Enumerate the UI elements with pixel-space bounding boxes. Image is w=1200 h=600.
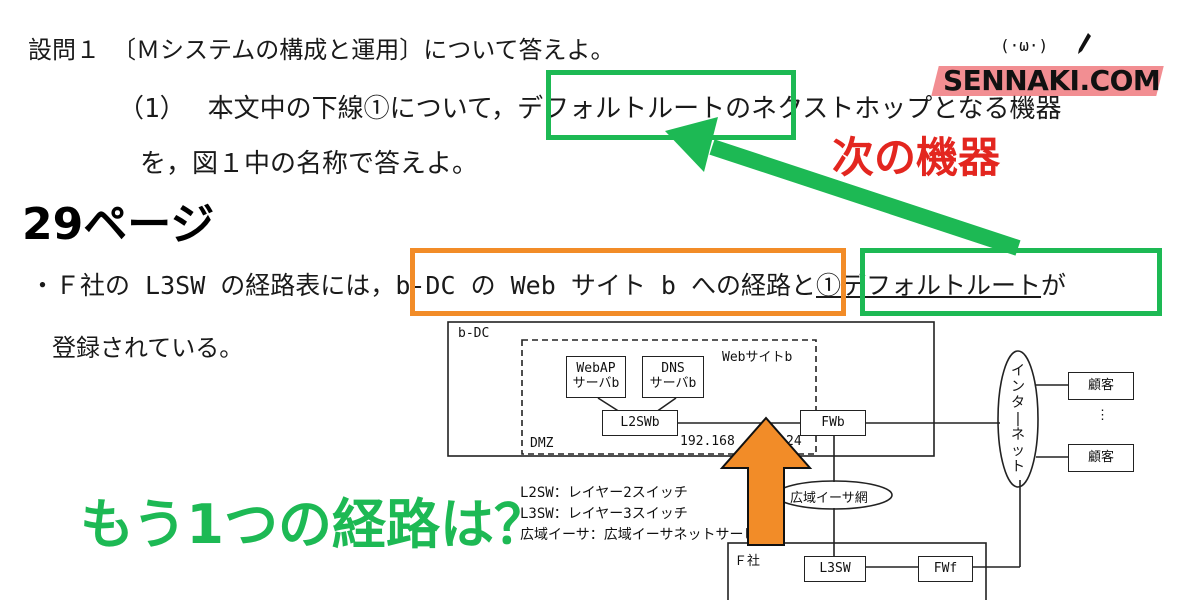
logo: SENNAKI.COM xyxy=(931,62,1164,97)
website-label: Webサイトb xyxy=(722,350,793,365)
body-line-2: 登録されている。 xyxy=(52,334,244,362)
customer-1: 顧客 xyxy=(1068,372,1134,400)
body-line1-text-a: ・Ｆ社の L3SW の経路表には， xyxy=(30,271,396,300)
customer-ellipsis: ⋮ xyxy=(1096,408,1109,423)
legend-l3sw: L3SW：レイヤー3スイッチ xyxy=(520,506,688,522)
fcompany-boundary xyxy=(727,542,987,600)
internet-ellipse xyxy=(997,350,1039,488)
body-line1-text-b: と xyxy=(790,271,816,300)
legend-l2sw: L2SW：レイヤー2スイッチ xyxy=(520,485,688,501)
pencil-icon xyxy=(1078,33,1091,54)
fwb-node: FWb xyxy=(800,410,866,436)
l2sw-node: L2SWb xyxy=(602,410,678,436)
sub-question-number: （1） xyxy=(118,94,186,124)
webap-server: WebAP サーバb xyxy=(566,356,626,398)
question-line1-text-a: 本文中の下線①について， xyxy=(207,94,518,124)
page-reference: 29ページ xyxy=(22,199,215,250)
body-line1-text-c: が xyxy=(1041,271,1067,300)
wan-label: 広域イーサ網 xyxy=(790,491,868,506)
customer-2: 顧客 xyxy=(1068,444,1134,472)
bdc-boundary xyxy=(447,321,935,457)
question-title: 設問１ 〔Ｍシステムの構成と運用〕について答えよ。 xyxy=(28,36,615,64)
question-line-2: を，図１中の名称で答えよ。 xyxy=(140,149,479,179)
dns-server: DNS サーバb xyxy=(642,356,704,398)
next-device-annotation: 次の機器 xyxy=(832,133,1001,182)
body-line-1: ・Ｆ社の L3SW の経路表には，b-DC の Web サイト b への経路と①… xyxy=(30,266,1066,302)
logo-text: SENNAKI.COM xyxy=(943,64,1161,97)
question-line-1: （1） 本文中の下線①について，デフォルトルートのネクストホップとなる機器 xyxy=(118,88,1062,125)
website-boundary xyxy=(521,339,817,455)
fwf-node: FWf xyxy=(918,556,973,582)
question-highlight-default-route: デフォルトルート xyxy=(517,94,726,124)
question-line1-text-b: のネクストホップとなる機器 xyxy=(725,94,1062,124)
body-underlined-default-route: ①デフォルトルート xyxy=(816,271,1042,300)
fcompany-label: Ｆ社 xyxy=(734,554,761,569)
ip-label: 192.168 xyxy=(680,434,735,449)
dmz-label: DMZ xyxy=(530,436,554,451)
bdc-label: b-DC xyxy=(458,326,490,341)
l3sw-node: L3SW xyxy=(804,556,866,582)
green-highlight-box-question xyxy=(546,70,796,140)
logo-face: (·ω·) xyxy=(1000,36,1049,55)
other-route-annotation: もう1つの経路は？ xyxy=(80,493,548,556)
internet-label: イ ン タ | ネ ッ ト xyxy=(1011,363,1025,475)
legend-wan: 広域イーサ：広域イーサネットサービス網 xyxy=(520,527,786,543)
orange-highlight-box-route xyxy=(410,248,846,316)
body-highlight-route-to-website: b-DC の Web サイト b への経路 xyxy=(395,271,791,300)
